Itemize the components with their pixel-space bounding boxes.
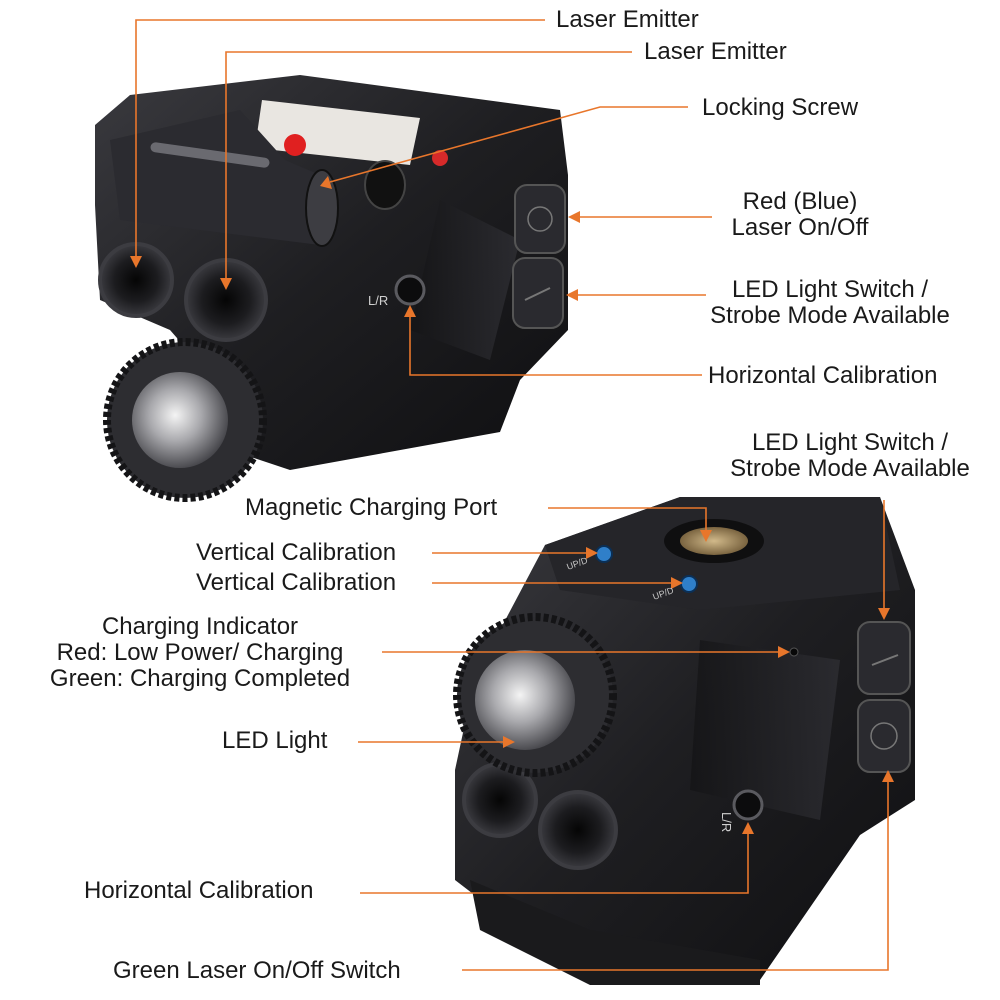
- label-vertical-calibration-1: Vertical Calibration: [196, 539, 397, 566]
- label-charging-indicator-line2: Red: Low Power/ Charging: [56, 639, 344, 666]
- label-laser-emitter-2: Laser Emitter: [644, 38, 787, 65]
- lr-marking-top: L/R: [368, 293, 388, 308]
- label-laser-emitter-1: Laser Emitter: [556, 6, 699, 33]
- laser-icon: [432, 150, 448, 166]
- lr-marking-bottom: L/R: [719, 812, 734, 832]
- label-horizontal-calibration-top: Horizontal Calibration: [708, 362, 938, 389]
- top-device: [95, 75, 568, 502]
- leader-lines: [130, 19, 894, 971]
- label-vertical-calibration-2: Vertical Calibration: [196, 569, 397, 596]
- label-led-switch-bottom: LED Light Switch / Strobe Mode Available: [705, 430, 995, 482]
- label-led-switch-top-line1: LED Light Switch /: [731, 276, 929, 303]
- label-led-switch-bottom-line2: Strobe Mode Available: [730, 455, 970, 482]
- laser-emitter-bottom-2: [538, 790, 618, 870]
- led-light-switch-bottom[interactable]: [857, 621, 911, 695]
- green-laser-switch[interactable]: [857, 699, 911, 773]
- label-red-blue-laser-line1: Red (Blue): [742, 188, 858, 215]
- vertical-calibration-port-2[interactable]: [680, 575, 698, 593]
- label-led-switch-top: LED Light Switch / Strobe Mode Available: [690, 277, 970, 329]
- label-green-laser-switch: Green Laser On/Off Switch: [113, 957, 401, 984]
- laser-icon: [527, 206, 553, 232]
- label-led-light: LED Light: [222, 727, 328, 754]
- warning-label-badge: [284, 134, 306, 156]
- label-led-switch-bottom-line1: LED Light Switch /: [751, 429, 949, 456]
- label-horizontal-calibration-bottom: Horizontal Calibration: [84, 877, 314, 904]
- charging-indicator: [789, 647, 799, 657]
- label-led-switch-top-line2: Strobe Mode Available: [710, 302, 950, 329]
- red-blue-laser-switch[interactable]: [514, 184, 566, 254]
- label-charging-indicator-line1: Charging Indicator: [101, 613, 299, 640]
- label-magnetic-charging-port: Magnetic Charging Port: [245, 494, 498, 521]
- vertical-calibration-port-1[interactable]: [595, 545, 613, 563]
- label-red-blue-laser-line2: Laser On/Off: [731, 214, 869, 241]
- led-switch-icon: [871, 654, 899, 666]
- label-locking-screw: Locking Screw: [702, 94, 859, 121]
- label-charging-indicator: Charging Indicator Red: Low Power/ Charg…: [20, 614, 380, 692]
- laser-icon: [870, 722, 898, 750]
- flashlight-lens-icon: [475, 650, 575, 750]
- led-switch-icon: [524, 287, 551, 301]
- horizontal-calibration-screw-top[interactable]: [394, 274, 426, 306]
- label-red-blue-laser: Red (Blue) Laser On/Off: [700, 189, 900, 241]
- locking-screw: [305, 169, 339, 247]
- horizontal-calibration-screw-bottom[interactable]: [732, 789, 764, 821]
- bottom-device: [453, 497, 915, 985]
- label-charging-indicator-line3: Green: Charging Completed: [49, 665, 351, 692]
- flashlight-lens-icon: [132, 372, 228, 468]
